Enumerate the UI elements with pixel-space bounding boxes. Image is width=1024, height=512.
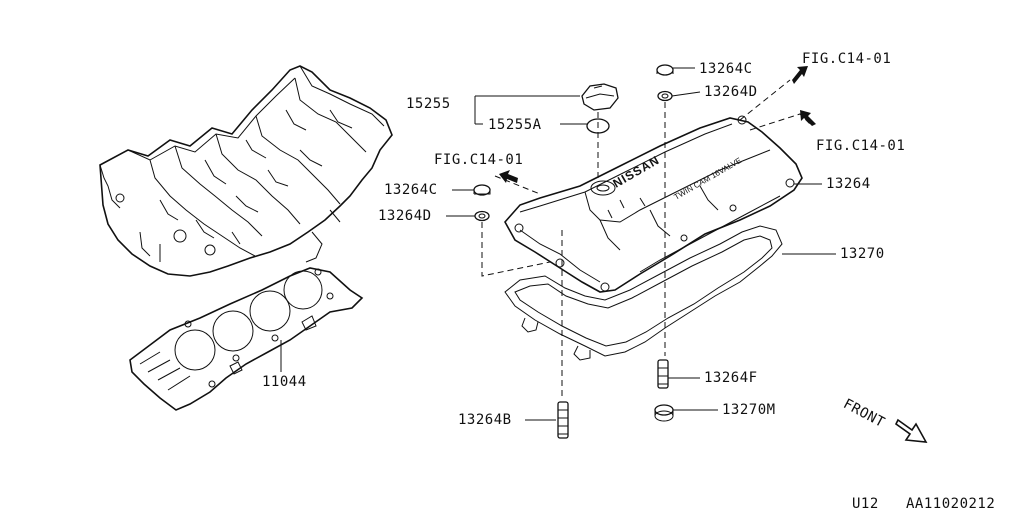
bolt-13264C-left	[473, 184, 491, 196]
dash-fig-top	[739, 79, 791, 121]
label-15255A: 15255A	[488, 117, 542, 133]
label-fig-top: FIG.C14-01	[802, 51, 892, 67]
rocker-cover-gasket	[504, 225, 783, 361]
label-13264D-left: 13264D	[378, 208, 432, 224]
label-13264B: 13264B	[458, 412, 512, 428]
label-13264: 13264	[826, 176, 871, 192]
label-13270: 13270	[840, 246, 885, 262]
cover-engine-text: TWIN CAM 16VALVE	[673, 156, 743, 202]
label-fig-right: FIG.C14-01	[816, 138, 906, 154]
dash-fig-left	[494, 175, 541, 195]
arrow-icon	[792, 66, 808, 84]
label-13264F: 13264F	[704, 370, 758, 386]
label-code-right: AA11020212	[906, 496, 996, 512]
bolt-13264C-top	[656, 64, 674, 76]
rocker-cover	[504, 115, 803, 293]
front-arrow-icon	[894, 418, 928, 443]
label-13264C-left: 13264C	[384, 182, 438, 198]
cylinder-head	[99, 65, 393, 277]
label-15255: 15255	[406, 96, 451, 112]
label-13264C-top: 13264C	[699, 61, 753, 77]
oil-filler-cap	[581, 83, 619, 111]
washer-13264D-top	[657, 90, 673, 102]
leader-lines	[446, 67, 836, 421]
label-code-left: U12	[852, 496, 879, 512]
arrow-icon	[800, 110, 816, 126]
label-11044: 11044	[262, 374, 307, 390]
label-13264D-top: 13264D	[704, 84, 758, 100]
label-fig-left: FIG.C14-01	[434, 152, 524, 168]
head-gasket	[129, 267, 364, 411]
label-13270M: 13270M	[722, 402, 776, 418]
arrow-icon	[499, 170, 518, 183]
washer-13264D-left	[474, 210, 490, 222]
grommet-13270M	[654, 404, 674, 422]
stud-13264B	[557, 401, 569, 439]
stud-13264F	[657, 359, 669, 389]
dash-left-bolt	[481, 222, 551, 277]
